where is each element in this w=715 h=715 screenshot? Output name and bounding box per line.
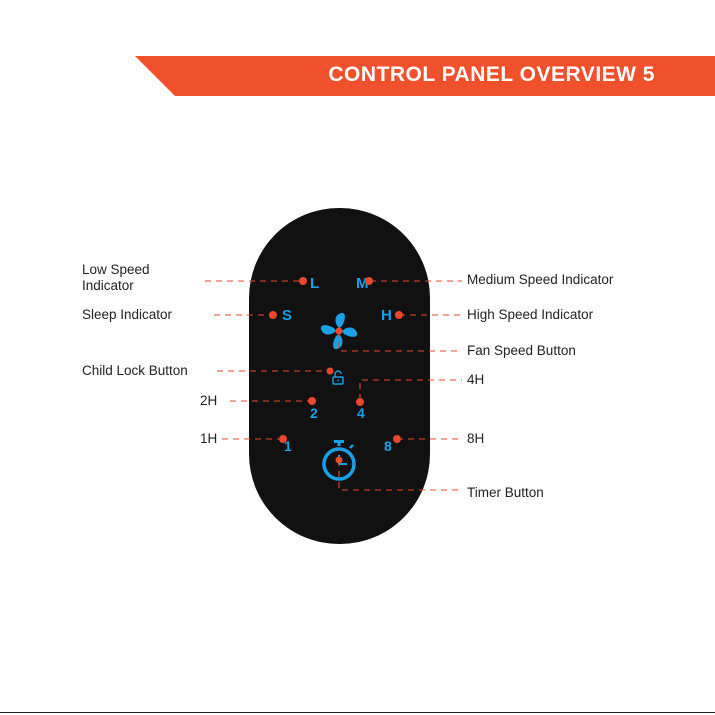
label-1h: 1H xyxy=(200,431,217,447)
dot-child-lock xyxy=(327,368,334,375)
dot-4h xyxy=(356,398,364,406)
label-4h: 4H xyxy=(467,372,484,388)
timer-4h-indicator: 4 xyxy=(357,405,365,421)
dot-high-speed xyxy=(395,311,403,319)
label-child-lock-button: Child Lock Button xyxy=(82,363,188,379)
label-medium-speed-indicator: Medium Speed Indicator xyxy=(467,272,613,288)
dot-medium-speed xyxy=(365,277,373,285)
label-fan-speed-button: Fan Speed Button xyxy=(467,343,576,359)
dot-2h xyxy=(308,397,316,405)
dot-1h xyxy=(279,435,287,443)
timer-2h-indicator: 2 xyxy=(310,405,318,421)
dot-sleep xyxy=(269,311,277,319)
label-high-speed-indicator: High Speed Indicator xyxy=(467,307,593,323)
dot-fan-speed xyxy=(336,328,343,335)
sleep-indicator: S xyxy=(282,307,292,324)
label-2h: 2H xyxy=(200,393,217,409)
control-panel-body xyxy=(249,208,430,544)
dot-low-speed xyxy=(299,277,307,285)
dot-8h xyxy=(393,435,401,443)
label-timer-button: Timer Button xyxy=(467,485,544,501)
label-8h: 8H xyxy=(467,431,484,447)
dot-timer xyxy=(336,457,343,464)
low-speed-indicator: L xyxy=(310,275,319,292)
timer-8h-indicator: 8 xyxy=(384,438,392,454)
label-sleep-indicator: Sleep Indicator xyxy=(82,307,172,323)
label-low-speed-indicator: Low Speed Indicator xyxy=(82,262,150,294)
high-speed-indicator: H xyxy=(381,307,392,324)
footer-rule xyxy=(0,712,715,713)
